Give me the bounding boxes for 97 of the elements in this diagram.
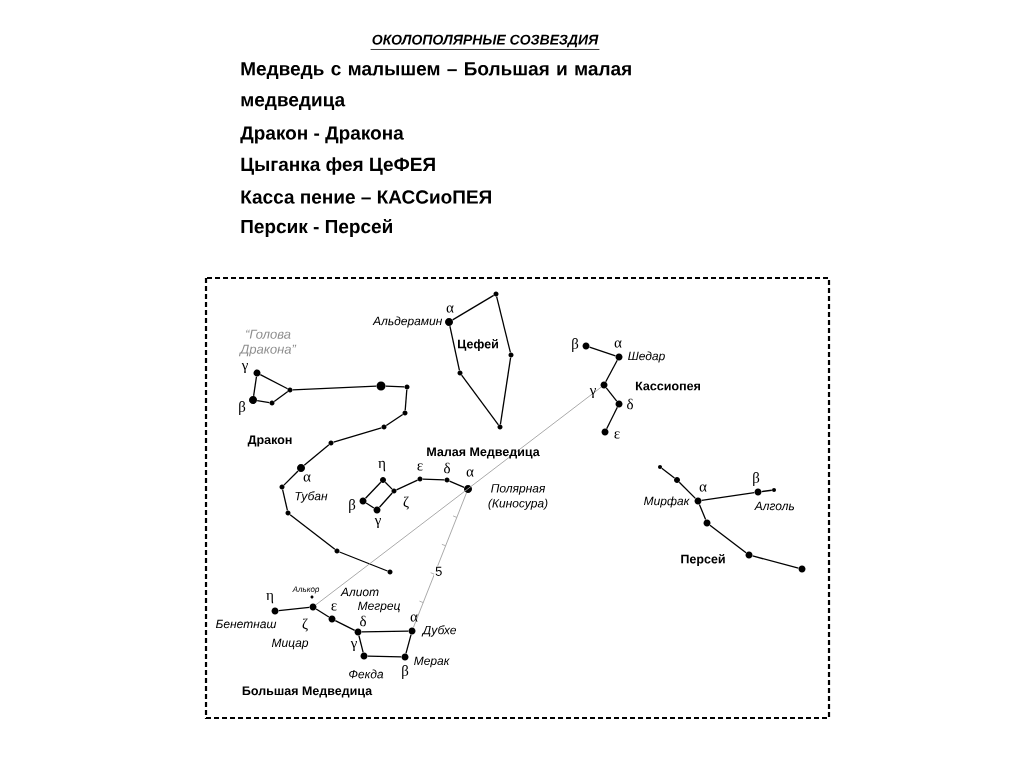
constellation-line bbox=[496, 295, 511, 353]
constellation-line bbox=[701, 491, 755, 502]
constellation-line bbox=[605, 387, 618, 402]
constellation-line bbox=[358, 634, 364, 654]
star-letter: ε bbox=[614, 431, 620, 439]
star-letter: ζ bbox=[302, 618, 308, 632]
constellation-line bbox=[292, 385, 377, 391]
constellation-line bbox=[315, 608, 330, 618]
constellation-name: Малая Медведица bbox=[427, 447, 540, 459]
star-letter: α bbox=[699, 484, 707, 492]
constellation-line bbox=[761, 489, 773, 493]
star-name: Фекда bbox=[349, 669, 384, 679]
constellation-line bbox=[709, 524, 747, 554]
constellation-line bbox=[678, 481, 697, 500]
mnemonic-line: Медведь с малышем – Большая и малая медведица bbox=[241, 62, 631, 111]
star-name: Алголь bbox=[754, 501, 795, 511]
constellation-line bbox=[661, 467, 676, 479]
star-name: Мегрец bbox=[358, 601, 400, 613]
constellation-line bbox=[499, 357, 512, 425]
constellation-line bbox=[448, 480, 465, 488]
star-name: Алиот bbox=[340, 587, 379, 597]
star-name: Бенетнаш bbox=[215, 619, 277, 629]
constellation-line bbox=[606, 406, 618, 430]
constellation-line bbox=[451, 294, 495, 321]
star-letter: γ bbox=[589, 387, 596, 399]
star-letter: α bbox=[466, 469, 474, 477]
constellation-line bbox=[338, 551, 389, 572]
constellation-line bbox=[378, 492, 393, 508]
constellation-line bbox=[365, 502, 375, 509]
star-name: Полярная (Киносура) bbox=[488, 484, 548, 510]
constellation-line bbox=[253, 376, 258, 397]
star-letter: α bbox=[614, 340, 622, 348]
region-label: “Голова Дракона” bbox=[238, 329, 297, 357]
star-name: Шедар bbox=[628, 351, 665, 363]
star-letter: γ bbox=[241, 362, 248, 374]
constellation-line bbox=[289, 514, 336, 550]
constellation-line bbox=[281, 489, 289, 511]
constellation-name: Большая Медведица bbox=[242, 686, 373, 698]
constellation-line bbox=[273, 390, 289, 403]
constellation-line bbox=[449, 325, 461, 371]
constellation-line bbox=[405, 633, 412, 655]
constellation-line bbox=[698, 503, 707, 521]
star-letter: β bbox=[572, 338, 579, 352]
star-letter: β bbox=[753, 472, 760, 486]
constellation-line bbox=[364, 481, 382, 499]
constellation-line bbox=[588, 346, 617, 357]
star-letter: α bbox=[446, 305, 454, 313]
constellation-line bbox=[303, 444, 330, 466]
star-letter: η bbox=[266, 592, 274, 604]
mnemonic-line: Дракон - Дракона bbox=[240, 126, 404, 144]
constellation-line bbox=[395, 479, 419, 491]
title: ОКОЛОПОЛЯРНЫЕ СОЗВЕЗДИЯ bbox=[370, 34, 600, 50]
star-letter: ζ bbox=[403, 496, 409, 510]
constellation-line bbox=[751, 555, 800, 569]
mnemonic-line: Цыганка фея ЦеФЕЯ bbox=[241, 157, 435, 175]
star-name: Тубан bbox=[295, 491, 328, 503]
constellation-line bbox=[404, 389, 408, 411]
constellation-name: Цефей bbox=[458, 339, 498, 351]
star-letter: δ bbox=[360, 615, 366, 627]
constellation-line bbox=[278, 606, 310, 612]
constellation-line bbox=[334, 620, 356, 631]
constellation-line bbox=[460, 374, 500, 426]
constellation-line bbox=[259, 374, 289, 390]
star-letter: ε bbox=[331, 603, 337, 611]
edge-label: 5 bbox=[435, 566, 442, 576]
constellation-line bbox=[332, 427, 383, 443]
star-letter: δ bbox=[627, 398, 633, 410]
star-name: Альдерамин bbox=[372, 316, 443, 328]
star-letter: α bbox=[410, 614, 418, 622]
star-letter: η bbox=[378, 460, 386, 472]
mnemonic-line: Персик - Персей bbox=[241, 218, 392, 238]
mnemonic-line: Касса пение – КАССиоПЕЯ bbox=[241, 190, 491, 204]
star-letter: ε bbox=[417, 463, 423, 471]
star-letter: α bbox=[303, 474, 311, 482]
constellation-line bbox=[385, 413, 404, 427]
star-name: Мицар bbox=[271, 638, 309, 650]
star-letter: β bbox=[349, 499, 356, 513]
constellation-line bbox=[361, 630, 409, 633]
constellation-line bbox=[367, 655, 402, 658]
constellation-line bbox=[422, 478, 445, 481]
star-name: Мерак bbox=[414, 656, 450, 668]
star-name: Алькор bbox=[292, 586, 320, 594]
star-name: Дубхе bbox=[421, 625, 456, 637]
star-letter: β bbox=[402, 665, 409, 679]
constellation-line bbox=[384, 481, 393, 490]
constellation-line bbox=[256, 400, 270, 404]
star-letter: γ bbox=[374, 517, 381, 529]
star-letter: β bbox=[239, 401, 246, 415]
star-name: Мирфак bbox=[644, 496, 690, 508]
constellation-name: Дракон bbox=[247, 435, 292, 447]
constellation-line bbox=[283, 470, 299, 486]
constellation-line bbox=[385, 385, 405, 388]
star-letter: γ bbox=[350, 640, 357, 652]
star-letter: δ bbox=[444, 462, 450, 474]
constellation-name: Кассиопея bbox=[635, 381, 700, 391]
constellation-name: Персей bbox=[681, 554, 725, 566]
constellation-line bbox=[605, 359, 618, 383]
